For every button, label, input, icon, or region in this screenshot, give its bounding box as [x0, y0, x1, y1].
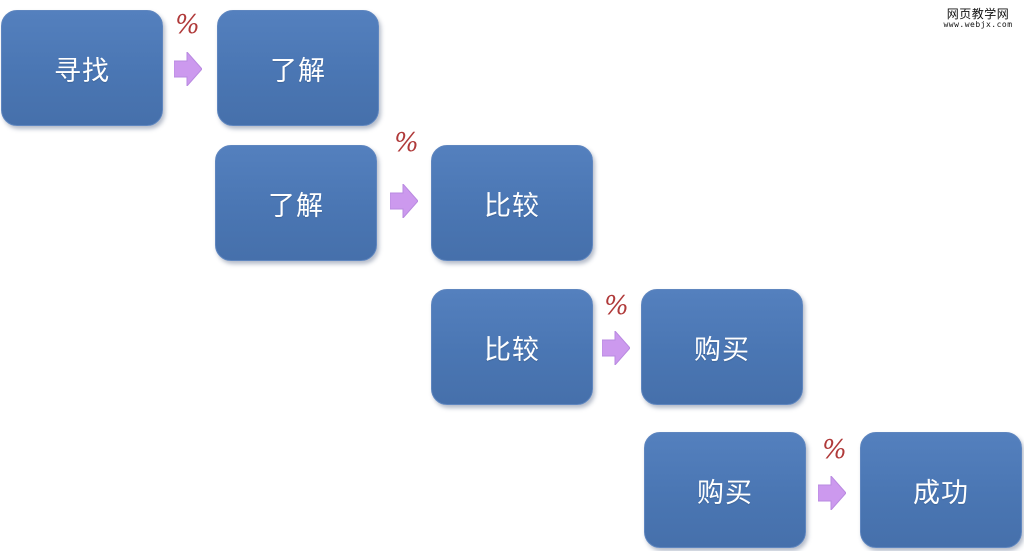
- step-box-find: 寻找: [1, 10, 163, 126]
- conversion-percent-label: %: [394, 128, 419, 158]
- step-box-understand: 了解: [217, 10, 379, 126]
- watermark: 网页教学网 www.webjx.com: [938, 8, 1018, 29]
- arrow-right-icon: [602, 331, 630, 365]
- conversion-percent-label: %: [175, 10, 200, 40]
- conversion-percent-label: %: [604, 291, 629, 321]
- step-box-compare: 比较: [431, 289, 593, 405]
- arrow-right-icon: [390, 184, 418, 218]
- arrow-right-icon: [818, 476, 846, 510]
- arrow-right-icon: [174, 52, 202, 86]
- conversion-percent-label: %: [822, 435, 847, 465]
- step-box-buy: 购买: [644, 432, 806, 548]
- watermark-url: www.webjx.com: [943, 19, 1013, 29]
- step-box-compare: 比较: [431, 145, 593, 261]
- step-box-understand: 了解: [215, 145, 377, 261]
- step-box-success: 成功: [860, 432, 1022, 548]
- watermark-title: 网页教学网: [946, 7, 1010, 21]
- step-box-buy: 购买: [641, 289, 803, 405]
